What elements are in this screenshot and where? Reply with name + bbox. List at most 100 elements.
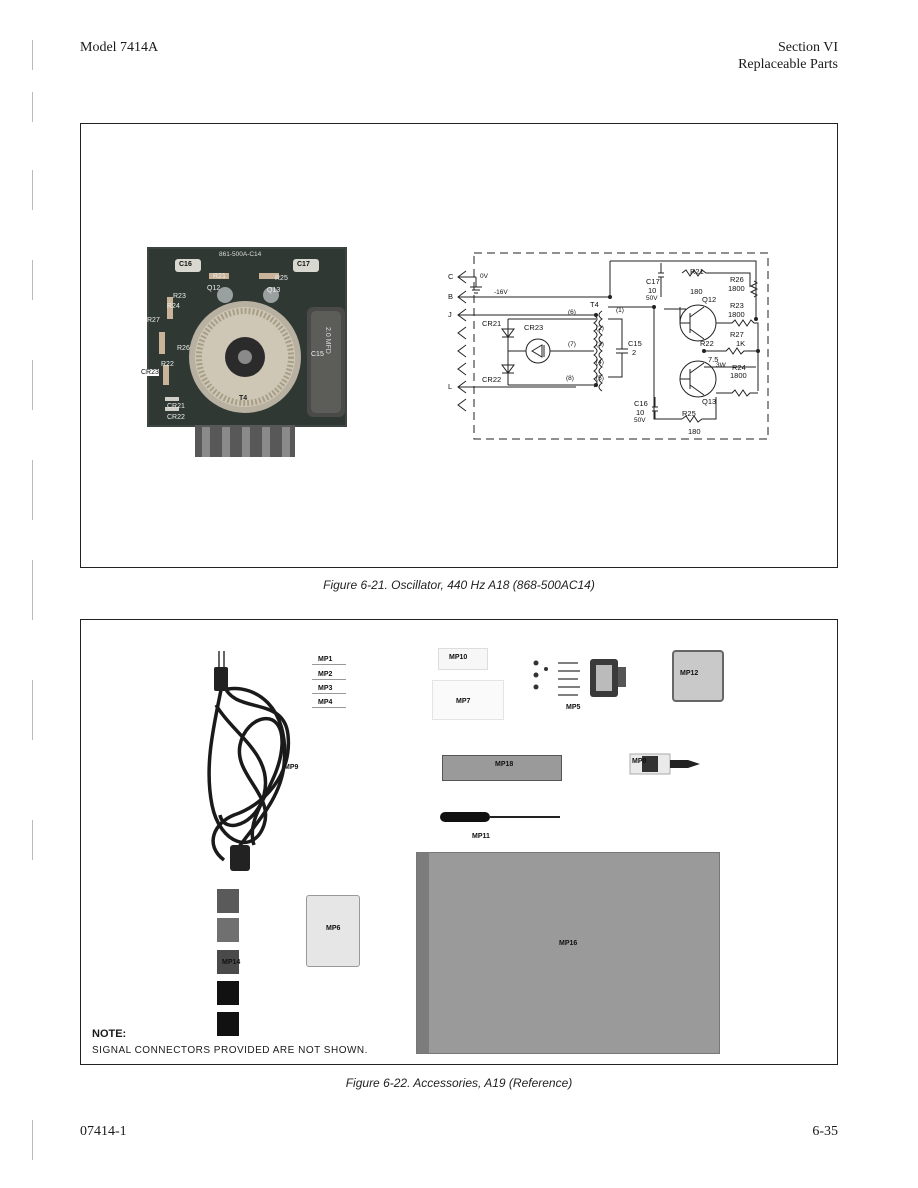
- photo-label-q13: Q13: [267, 287, 281, 294]
- ov-label: 0V: [480, 273, 488, 280]
- photo-label-c17: C17: [297, 261, 310, 268]
- photo-label-r27: R27: [147, 317, 160, 324]
- c15-value: 2: [632, 348, 637, 357]
- r24-label: R24: [732, 363, 746, 372]
- mp8-part: [600, 750, 710, 778]
- photo-label-q12: Q12: [207, 285, 221, 292]
- r25-label: R25: [682, 409, 696, 418]
- c17-voltage: 50V: [646, 295, 658, 302]
- mp12-part: [672, 650, 724, 702]
- label-mp14: MP14: [222, 959, 241, 966]
- r23-value: 1800: [728, 310, 745, 319]
- r22-value: 7.5: [708, 355, 719, 364]
- tap-7: (7): [568, 341, 576, 348]
- tap-2: (2): [596, 325, 604, 332]
- q12-label: Q12: [702, 295, 717, 304]
- r26-value: 1800: [728, 284, 745, 293]
- capacitor-value-text: 2.0 MFD: [324, 327, 331, 354]
- tap-3: (3): [596, 341, 604, 348]
- c16-voltage: 50V: [634, 417, 646, 424]
- r21-label: R21: [690, 267, 704, 276]
- photo-label-r21: R21: [213, 273, 226, 280]
- mp5-part: [528, 653, 638, 703]
- header-subtitle: Replaceable Parts: [738, 57, 838, 72]
- photo-label-r24: R24: [167, 303, 180, 310]
- photo-label-r25: R25: [275, 275, 288, 282]
- footer-page-number: 6-35: [812, 1124, 838, 1139]
- c15-label: C15: [628, 339, 642, 348]
- v16-label: -16V: [494, 289, 508, 296]
- photo-label-r22: R22: [161, 361, 174, 368]
- label-mp12: MP12: [680, 670, 699, 677]
- power-cord-image: [194, 645, 304, 875]
- binding-mark: [32, 460, 33, 520]
- t4-label: T4: [590, 300, 599, 309]
- binding-mark: [32, 260, 33, 300]
- mp3-part: [312, 693, 346, 694]
- photo-label-c16: C16: [179, 261, 192, 268]
- mp18-part: [442, 755, 562, 781]
- r22-label: R22: [700, 339, 714, 348]
- binding-mark: [32, 560, 33, 620]
- mp7-part: [432, 680, 504, 720]
- photo-label-cr23: CR23: [141, 369, 159, 376]
- label-mp1: MP1: [318, 656, 333, 663]
- tap-8: (8): [566, 375, 574, 382]
- r23-label: R23: [730, 301, 744, 310]
- tap-5: (5): [596, 375, 604, 382]
- mp10-part: [438, 648, 488, 670]
- board-id-label: 861-500A-C14: [219, 251, 262, 258]
- mp11-part: [440, 810, 562, 824]
- cr22-label: CR22: [482, 375, 502, 384]
- mp14-swatch: [217, 1012, 239, 1036]
- mp14-swatch: [217, 981, 239, 1005]
- photo-label-t4: T4: [239, 395, 248, 402]
- mp14-swatch: [217, 889, 239, 913]
- binding-mark: [32, 1120, 33, 1160]
- terminal-l: L: [448, 382, 453, 391]
- binding-mark: [32, 360, 33, 410]
- mp14-swatch: [217, 950, 239, 974]
- note-text: SIGNAL CONNECTORS PROVIDED ARE NOT SHOWN…: [92, 1045, 368, 1056]
- binding-mark: [32, 170, 33, 210]
- photo-label-cr22: CR22: [167, 414, 185, 421]
- figure-6-21-frame: [80, 123, 838, 568]
- figure-6-22-frame: [80, 619, 838, 1065]
- label-mp10: MP10: [449, 654, 468, 661]
- mp14-swatch: [217, 918, 239, 942]
- label-mp18: MP18: [495, 761, 514, 768]
- label-mp4: MP4: [318, 699, 333, 706]
- label-mp8: MP8: [632, 758, 647, 765]
- tap-1: (1): [616, 307, 624, 314]
- terminal-c: C: [448, 272, 454, 281]
- c17-label: C17: [646, 277, 660, 286]
- label-mp5: MP5: [566, 704, 581, 711]
- tap-4: (4): [596, 359, 604, 366]
- mp6-part: [306, 895, 360, 967]
- manual-spine: [417, 853, 429, 1053]
- binding-mark: [32, 40, 33, 70]
- r27-label: R27: [730, 330, 744, 339]
- r25-value: 180: [688, 427, 701, 436]
- photo-label-c15: C15: [311, 351, 324, 358]
- mp16-manual-part: [416, 852, 720, 1054]
- c17-value: 10: [648, 286, 657, 295]
- r24-value: 1800: [730, 371, 747, 380]
- binding-mark: [32, 680, 33, 740]
- c16-value: 10: [636, 408, 645, 417]
- mp4-part: [312, 707, 346, 708]
- r26-label: R26: [730, 275, 744, 284]
- r21-value: 180: [690, 287, 703, 296]
- photo-label-r26: R26: [177, 345, 190, 352]
- cr21-label: CR21: [482, 319, 502, 328]
- photo-label-cr21: CR21: [167, 403, 185, 410]
- label-mp2: MP2: [318, 671, 333, 678]
- binding-mark: [32, 820, 33, 860]
- r22-wattage: 3W: [716, 362, 726, 369]
- label-mp16: MP16: [559, 940, 578, 947]
- footer-doc-number: 07414-1: [80, 1124, 127, 1139]
- figure-6-22-caption: Figure 6-22. Accessories, A19 (Reference…: [345, 1076, 573, 1090]
- mp1-part: [312, 664, 346, 665]
- figure-6-21-caption: Figure 6-21. Oscillator, 440 Hz A18 (868…: [323, 578, 595, 592]
- tap-6: (6): [568, 309, 576, 316]
